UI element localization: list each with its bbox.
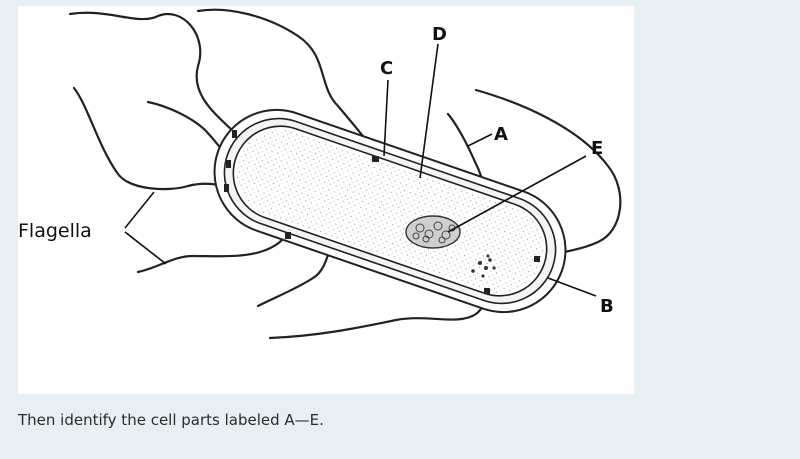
leader-d — [419, 43, 439, 179]
leader-e — [447, 155, 587, 233]
basal-body — [484, 288, 490, 294]
basal-body — [372, 156, 379, 162]
basal-body — [224, 184, 229, 192]
label-d: D — [432, 24, 447, 45]
nucleoid — [405, 215, 461, 249]
flagellum — [136, 232, 290, 274]
leader-b — [547, 277, 597, 297]
label-e: E — [591, 138, 603, 159]
question-caption: Then identify the cell parts labeled A—E… — [18, 411, 324, 429]
leader-flagella-upper — [124, 191, 155, 229]
ribosomes — [471, 254, 496, 278]
flagellum — [196, 8, 382, 161]
basal-body — [285, 232, 291, 239]
leader-flagella-lower — [124, 231, 167, 265]
basal-body — [226, 160, 231, 168]
label-a: A — [494, 124, 508, 145]
flagellum — [474, 88, 622, 258]
label-b: B — [600, 296, 614, 317]
leader-a — [467, 133, 493, 147]
basal-bodies — [224, 130, 540, 294]
cell-body — [213, 108, 567, 314]
label-c: C — [380, 58, 393, 79]
flagellum — [72, 86, 228, 191]
cytoplasm — [236, 129, 544, 293]
label-flagella: Flagella — [18, 220, 92, 242]
basal-body — [232, 130, 237, 138]
flagellum — [68, 11, 238, 136]
bacterium-diagram: C D A E B Flagella — [18, 6, 634, 394]
flagellum — [256, 247, 332, 308]
basal-body — [534, 256, 540, 262]
leader-c — [383, 79, 389, 157]
leader-lines — [124, 43, 597, 297]
bacterium-svg: C D A E B Flagella — [18, 8, 622, 340]
